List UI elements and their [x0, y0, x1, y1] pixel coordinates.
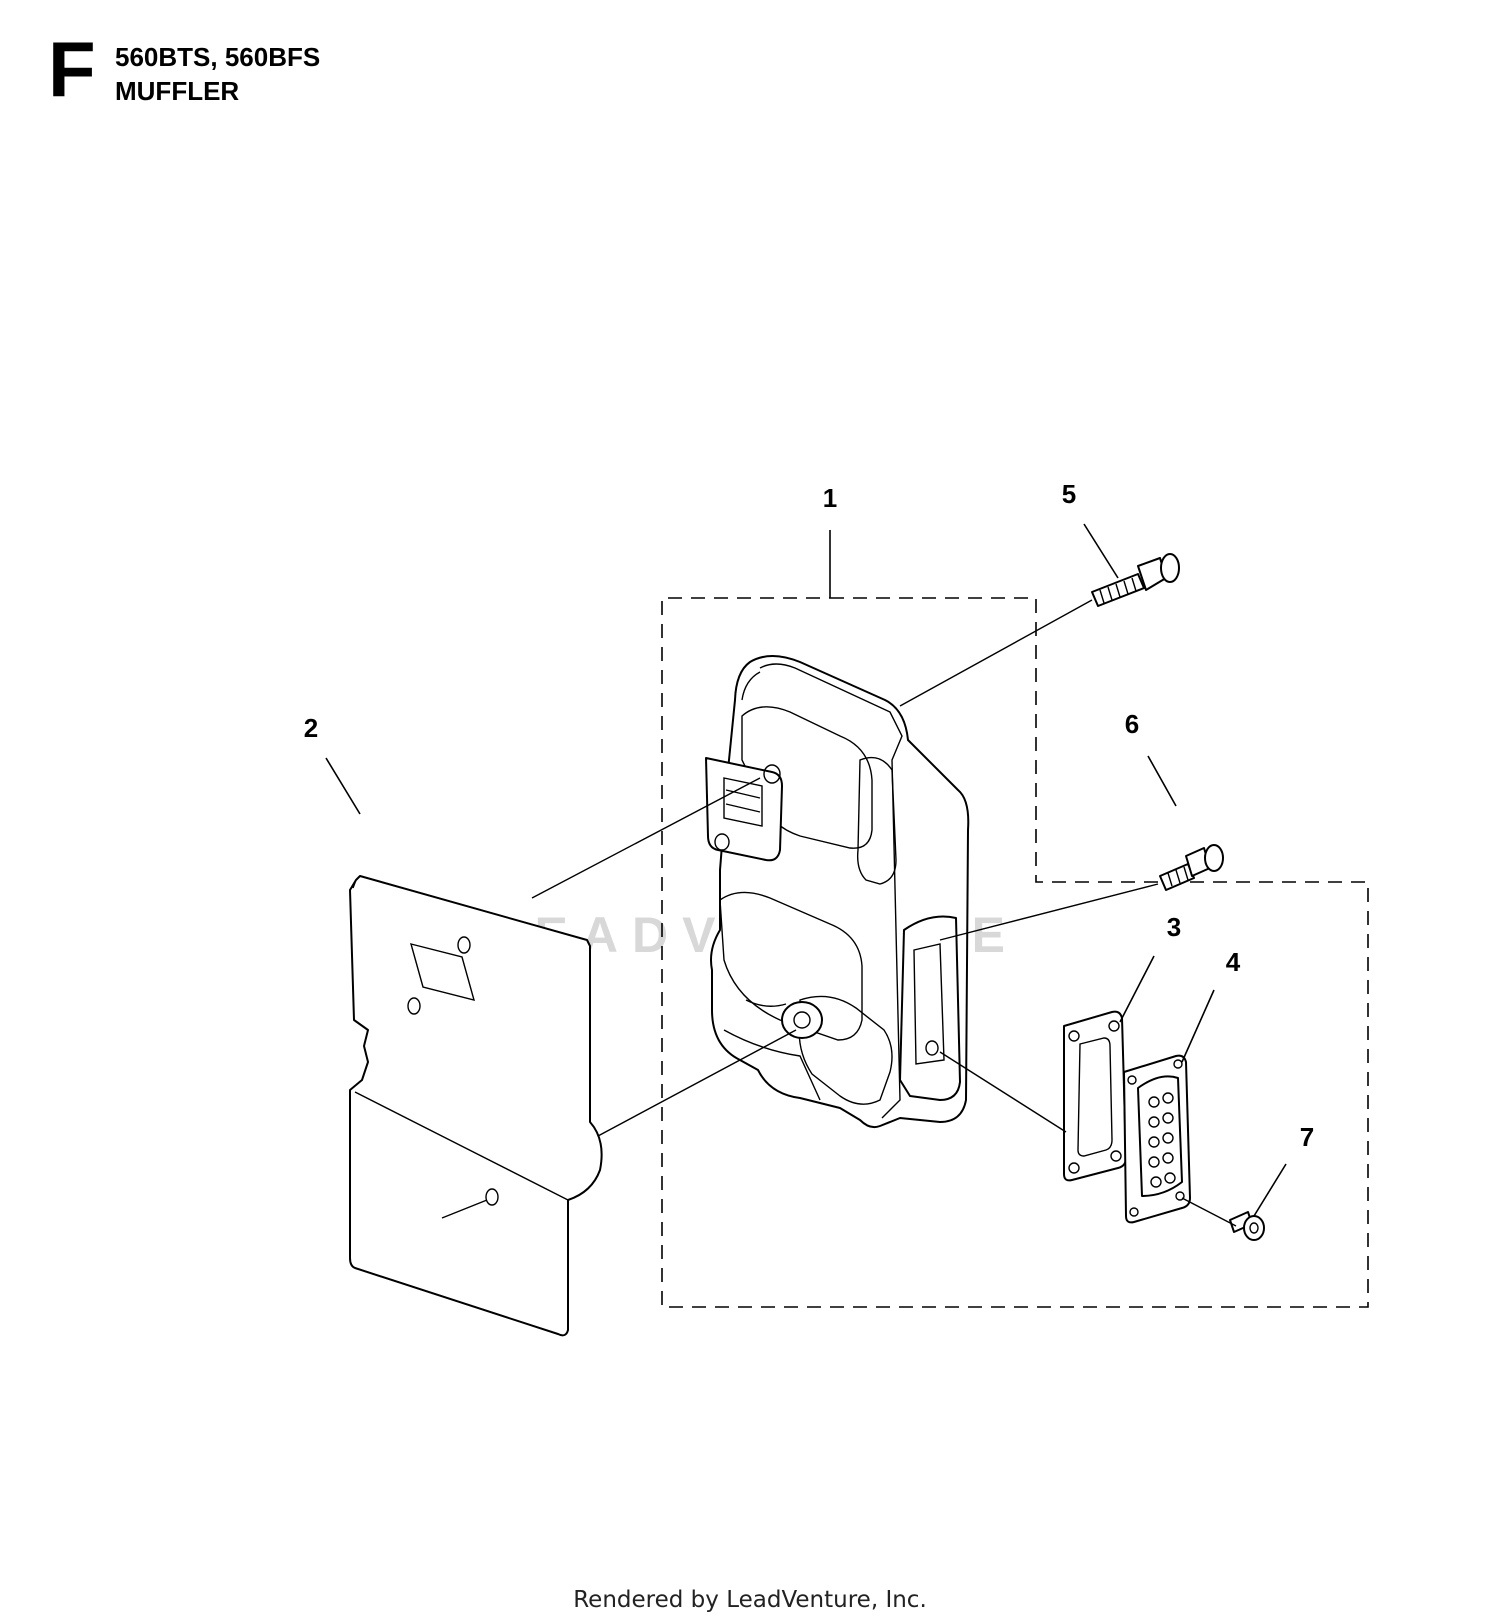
section-letter: F [48, 25, 96, 113]
callout-1: 1 [823, 483, 837, 513]
header-block: 560BTS, 560BFS MUFFLER [115, 40, 320, 108]
bolt-hole-bottom [485, 1188, 499, 1206]
bolt-hole-lower [407, 997, 421, 1015]
assembly-lines [531, 599, 1237, 1227]
callout-6: 6 [1125, 709, 1139, 739]
assembly-title: MUFFLER [115, 76, 240, 106]
callout-5: 5 [1062, 479, 1076, 509]
exhaust-opening [410, 943, 475, 1001]
bolt-hole-upper [457, 936, 471, 954]
bolt-short[interactable] [1159, 844, 1224, 891]
footer-credit: Rendered by LeadVenture, Inc. [573, 1587, 927, 1613]
callout-leaders [325, 523, 1287, 1217]
muffler-outlet-flange [899, 915, 961, 1101]
callout-7: 7 [1300, 1122, 1314, 1152]
muffler-inlet-flange [705, 757, 783, 862]
spark-arrester-screen[interactable] [1123, 1054, 1191, 1224]
screw-small[interactable] [1229, 1211, 1265, 1241]
bolt-long[interactable] [1091, 553, 1180, 607]
screen-holes [1148, 1092, 1176, 1188]
assembly-boundary [661, 597, 1369, 1308]
heat-shield-plate[interactable] [349, 875, 603, 1337]
callout-3: 3 [1167, 912, 1181, 942]
callout-4: 4 [1226, 947, 1241, 977]
model-numbers: 560BTS, 560BFS [115, 42, 321, 72]
muffler-body[interactable] [705, 655, 970, 1129]
callout-2: 2 [304, 713, 318, 743]
mount-boss [781, 1001, 823, 1039]
outlet-gasket[interactable] [1063, 1010, 1127, 1182]
